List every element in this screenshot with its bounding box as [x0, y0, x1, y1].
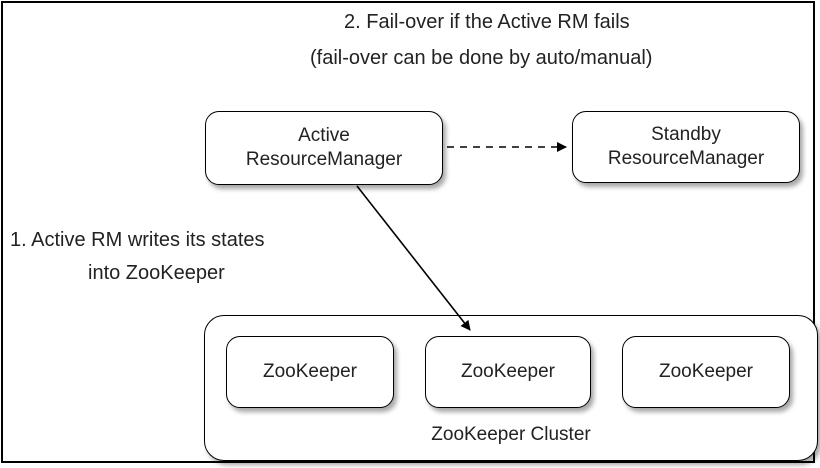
zookeeper-node-2: ZooKeeper [425, 336, 591, 408]
zookeeper-cluster-label: ZooKeeper Cluster [431, 424, 591, 445]
zookeeper-node-label: ZooKeeper [658, 361, 753, 382]
failover-note-line2: (fail-over can be done by auto/manual) [310, 47, 653, 69]
standby-rm-label-line2: ResourceManager [607, 148, 765, 169]
write-note-line1: 1. Active RM writes its states [10, 229, 265, 251]
active-rm-label-line1: Active [298, 125, 350, 146]
standby-resourcemanager-box: Standby ResourceManager [572, 111, 800, 183]
standby-rm-label-line1: Standby [651, 124, 721, 145]
write-state-arrow [356, 185, 471, 331]
active-resourcemanager-box: Active ResourceManager [205, 111, 443, 185]
zookeeper-node-1: ZooKeeper [226, 336, 394, 408]
active-rm-label-line2: ResourceManager [245, 149, 403, 170]
zookeeper-node-label: ZooKeeper [262, 361, 357, 382]
zookeeper-node-3: ZooKeeper [622, 336, 790, 408]
zookeeper-node-label: ZooKeeper [460, 361, 555, 382]
write-note-line2: into ZooKeeper [88, 262, 225, 284]
failover-note-line1: 2. Fail-over if the Active RM fails [344, 11, 630, 33]
